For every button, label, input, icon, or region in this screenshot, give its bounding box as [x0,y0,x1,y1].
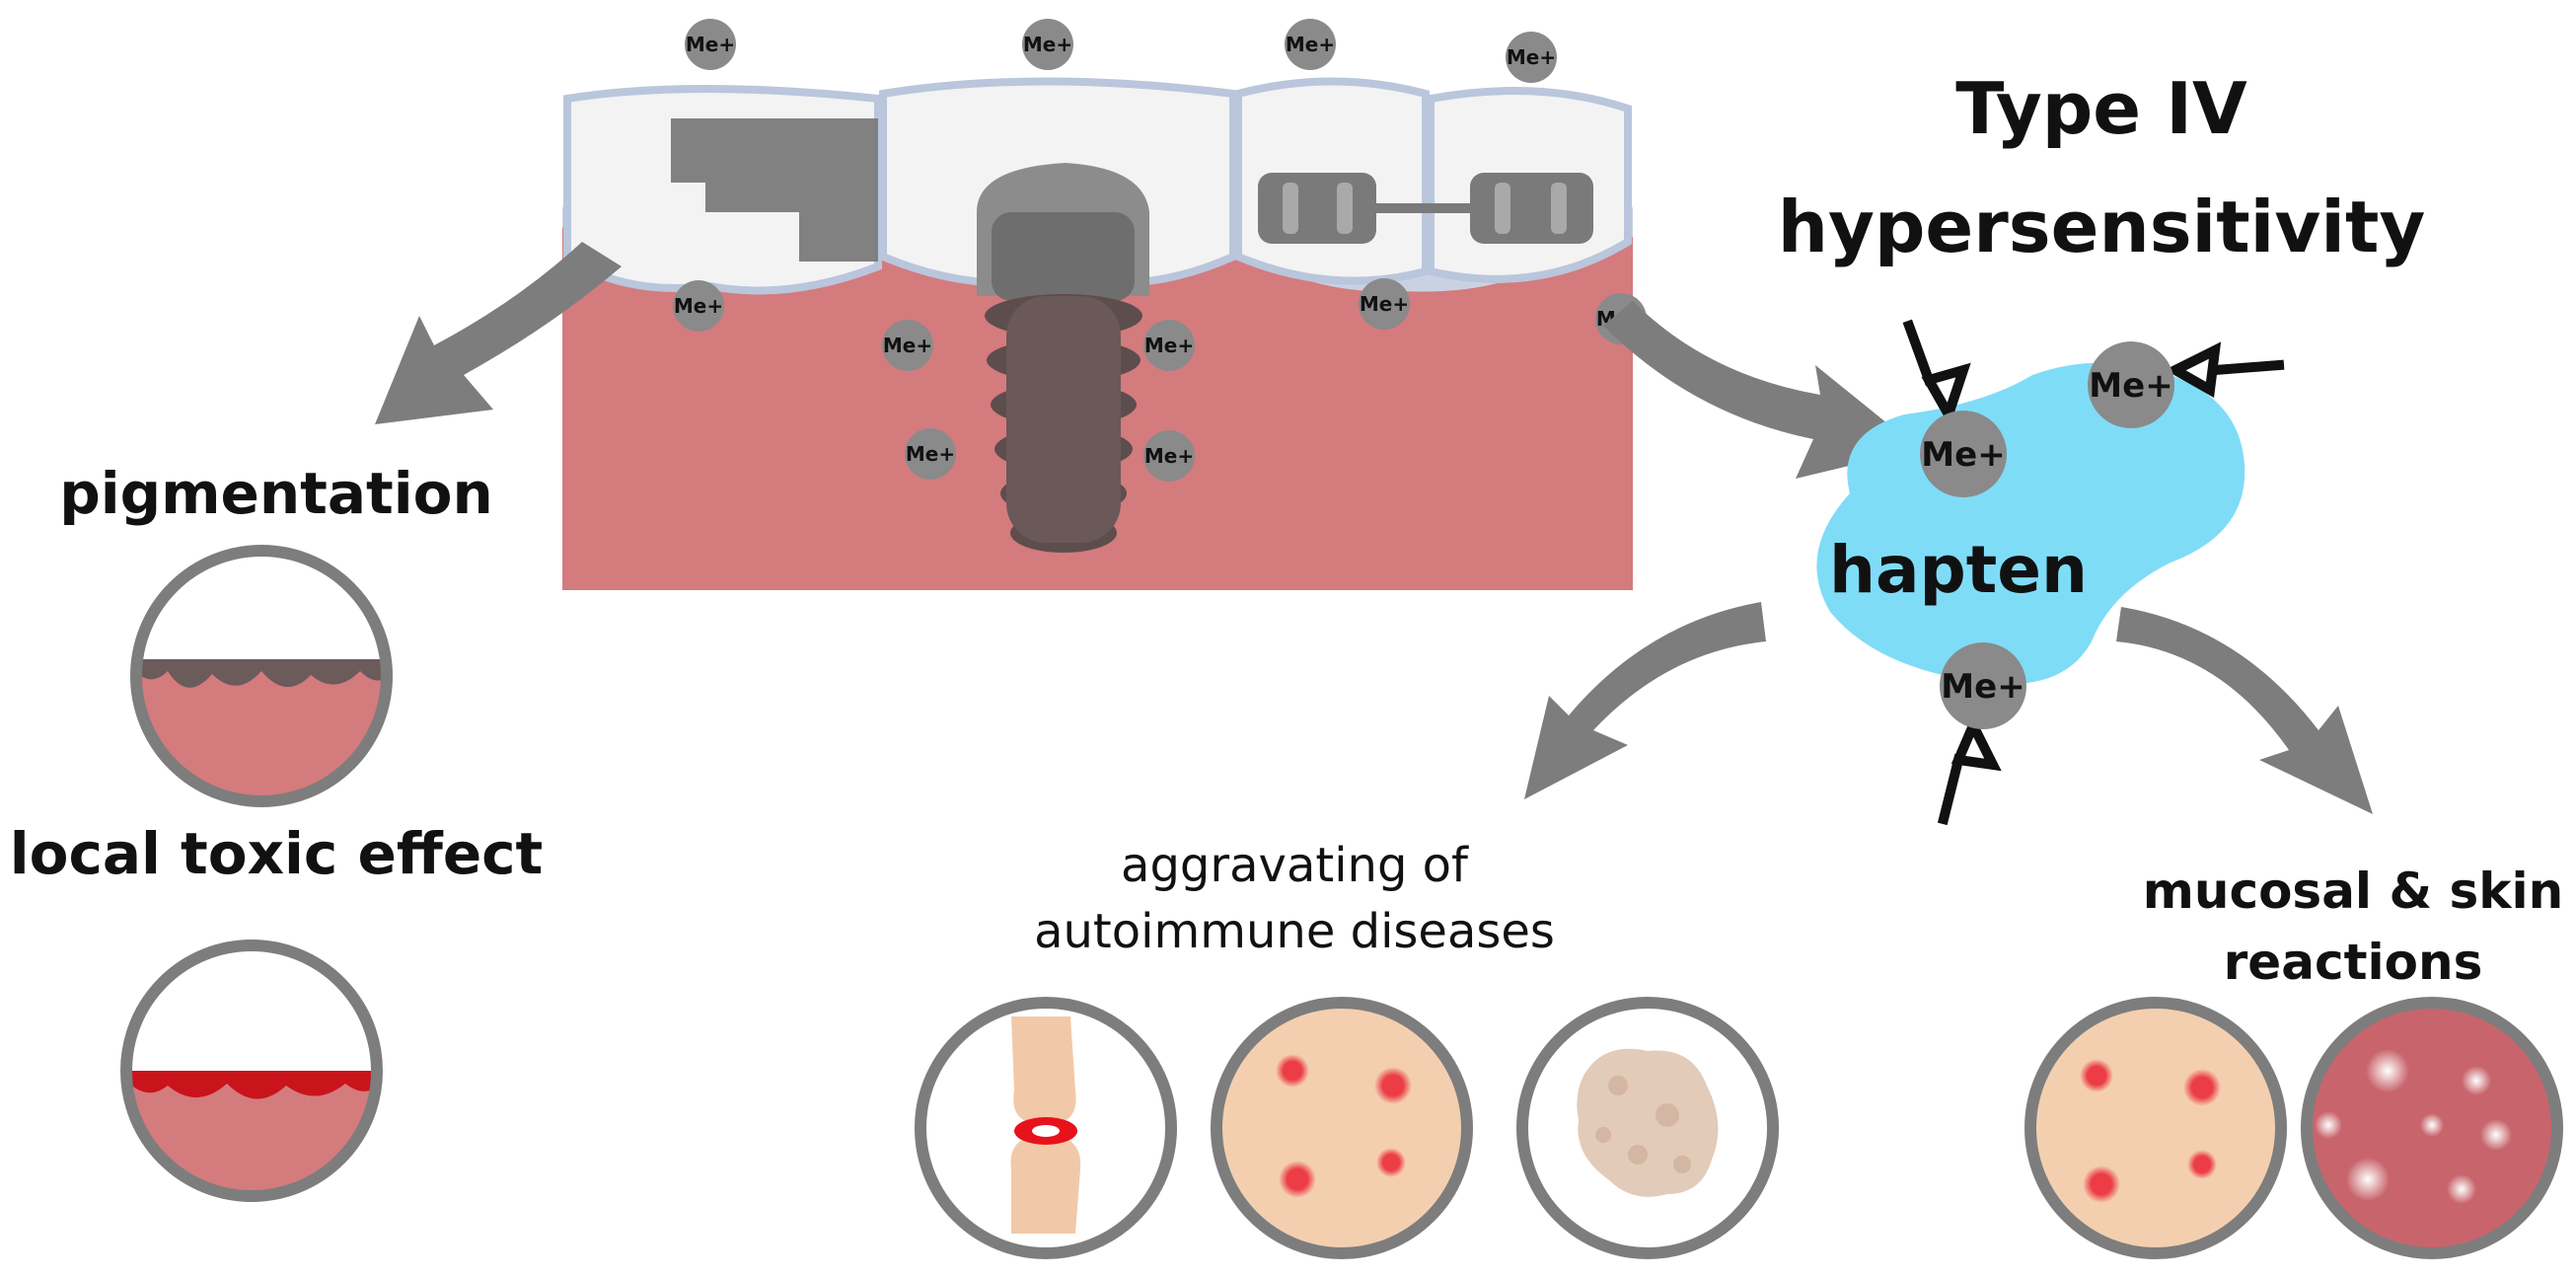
ion-label: Me+ [686,33,735,56]
arrow-icon [2116,607,2373,814]
filling-icon [671,118,878,262]
pigmentation-label: pigmentation [59,460,493,527]
local-toxic-circle [120,940,383,1202]
pigmentation-circle [130,545,393,807]
ion-label: Me+ [1144,334,1194,357]
hapten-ions: Me+ Me+ Me+ [1920,341,2174,729]
ion-label: Me+ [1144,444,1194,468]
mucosa-icon [2301,997,2563,1259]
ion-icon: Me+ [685,19,736,70]
ion-icon: Me+ [1143,430,1195,482]
mucosal-label-line-2: reactions [2224,934,2483,991]
joint-icon [915,997,1177,1259]
arrows [375,242,2373,814]
ion-label: Me+ [883,334,932,357]
ion-label: Me+ [1921,435,2005,475]
implant-icon [977,163,1149,553]
ion-icon: Me+ [673,280,724,332]
autoimmune-label-line-1: aggravating of [1121,838,1469,893]
ion-icon: Me+ [1940,642,2026,729]
local-toxic-label: local toxic effect [10,820,544,887]
rash-icon [2024,997,2287,1259]
ion-icon: Me+ [1506,32,1557,83]
ion-label: Me+ [1360,292,1409,316]
ion-icon: Me+ [905,428,956,480]
title-line-1: Type IV [1955,67,2247,150]
title-line-2: hypersensitivity [1778,186,2426,268]
ion-label: Me+ [674,294,723,318]
mucosal-label-line-1: mucosal & skin [2143,863,2564,920]
rash-icon [1211,997,1473,1259]
ion-label: Me+ [1286,33,1335,56]
hapten-ion-linkers [1902,319,2285,826]
autoimmune-label-line-2: autoimmune diseases [1034,904,1555,959]
ion-icon: Me+ [1022,19,1073,70]
ion-icon: Me+ [882,320,933,371]
metal-ions: Me+Me+Me+Me+Me+Me+Me+Me+Me+Me+Me+ [673,19,1647,482]
arrow-icon [1603,301,1919,479]
psoriasis-icon [1516,997,1779,1259]
ion-icon: Me+ [1920,411,2007,497]
ion-icon: Me+ [2088,341,2174,428]
dental-scene [562,77,1633,590]
arrow-icon [1524,602,1766,799]
ion-icon: Me+ [1143,320,1195,371]
ion-label: Me+ [906,442,955,466]
hapten-label: hapten [1829,532,2088,608]
ion-icon: Me+ [1285,19,1336,70]
braces-icon [1258,173,1593,244]
ion-icon: Me+ [1359,278,1410,330]
ion-label: Me+ [2089,366,2172,406]
ion-label: Me+ [1941,667,2024,707]
arrow-icon [375,242,622,424]
ion-label: Me+ [1507,45,1556,69]
ion-label: Me+ [1023,33,1072,56]
